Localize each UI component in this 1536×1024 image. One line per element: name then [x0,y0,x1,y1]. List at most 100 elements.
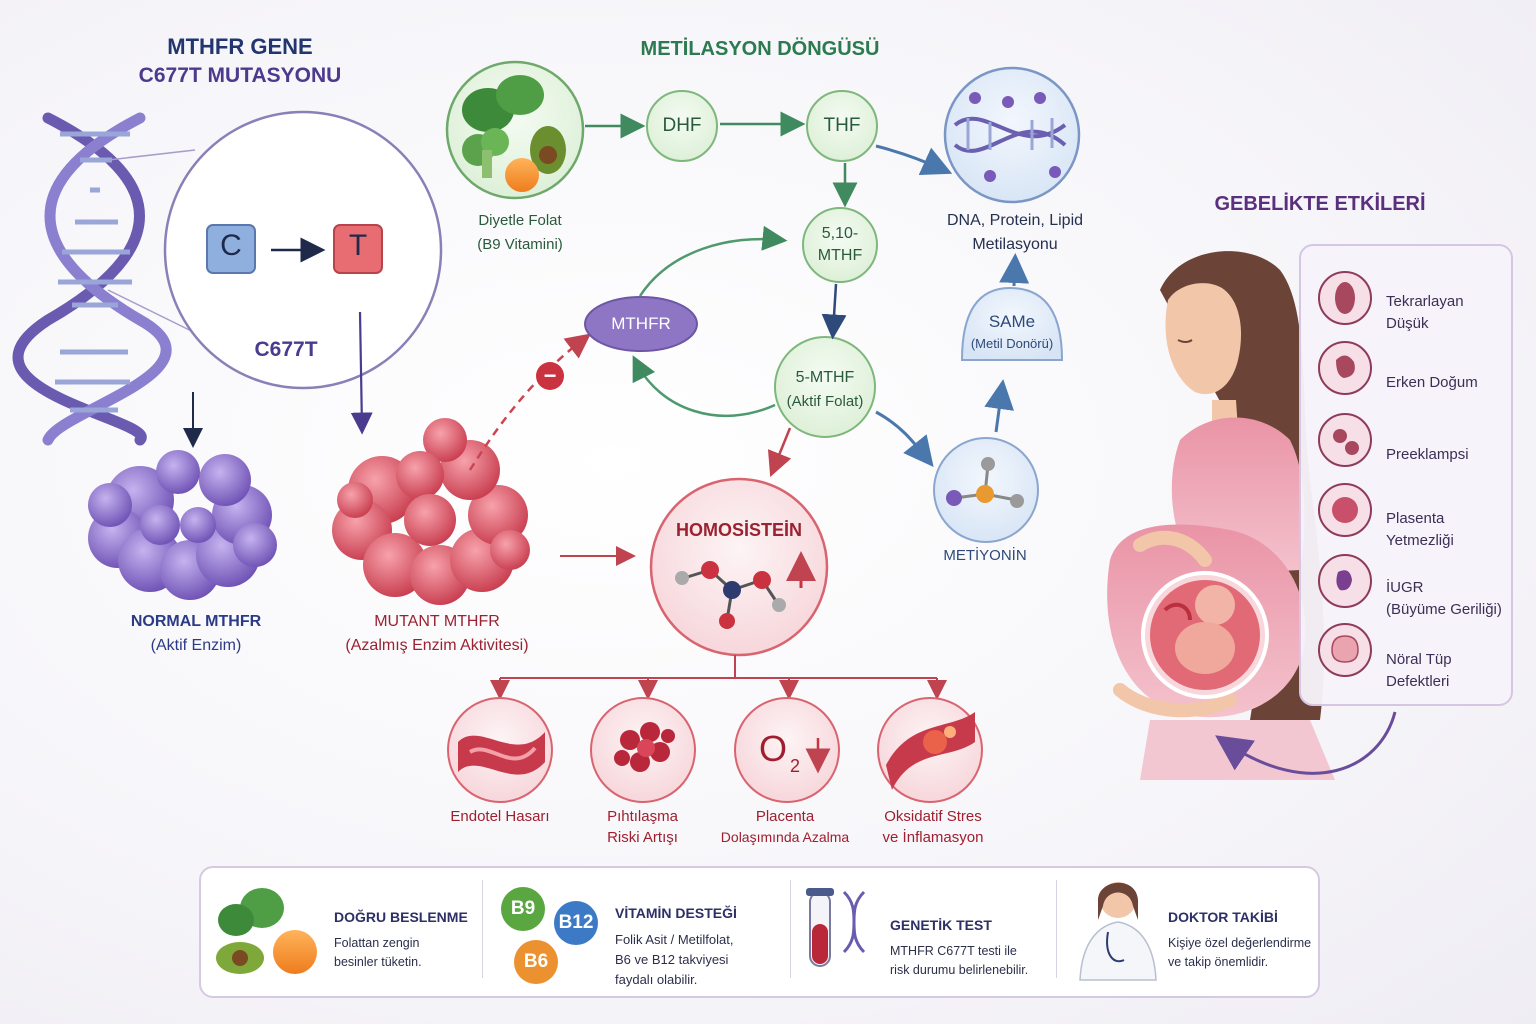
arrow-mthfr-510 [638,225,788,297]
vitamin-b12-badge: B12 [554,901,598,945]
dhf-node [646,90,718,162]
vegetables-icon [462,75,566,192]
thf-node [806,90,878,162]
preg-item-1: Tekrarlayan [1386,293,1464,310]
same-node [960,286,1064,361]
effect-label-1: Endotel Hasarı [450,808,550,825]
active-folate-label: (Aktif Folat) [786,393,864,410]
methionine-label: METİYONİN [943,547,1027,564]
mutant-mthfr-sublabel: (Azalmış Enzim Aktivitesi) [345,637,529,654]
gene-title: MTHFR GENE [167,34,313,59]
arrow-thf-dna [875,144,953,175]
effect-label-4b: ve İnflamasyon [882,829,984,846]
normal-mthfr-sublabel: (Aktif Enzim) [150,637,242,654]
arrow-methionine-same [984,379,1015,433]
mthf510-node [802,207,878,283]
divider [482,880,483,978]
genetic-test-title: GENETİK TEST [890,917,992,933]
dietary-folate-label: Diyetle Folat [478,212,562,229]
doctor-title: DOKTOR TAKİBİ [1168,909,1278,925]
placental-circulation-icon [734,697,840,803]
effect-label-3: Placenta [755,808,815,825]
vessel-icon [458,732,545,775]
base-t-label: T [348,229,368,262]
homocysteine-node [649,477,829,657]
preg-item-3: Preeklampsi [1386,446,1469,463]
effect-label-4: Oksidatif Stres [884,808,982,825]
preg-item-1b: Düşük [1386,315,1429,332]
same-label: SAMe [988,312,1036,331]
arrow-5mthf-mthfr [632,355,776,418]
mutation-title: C677T MUTASYONU [138,64,342,87]
nutrition-text1: Folattan zengin [334,935,420,950]
arrow-5mthf-methionine [875,410,934,468]
test-tube-icon [806,888,866,967]
normal-enzyme-icon [88,450,277,600]
doctor-text1: Kişiye özel değerlendirme [1168,935,1312,950]
doctor-text2: ve takip önemlidir. [1168,954,1269,969]
preg-item-4b: Yetmezliği [1386,532,1454,549]
dna-methylation-label1: DNA, Protein, Lipid [946,212,1084,229]
vitamin-text3: faydalı olabilir. [615,972,698,987]
o2-subscript: 2 [789,756,800,776]
homocysteine-molecule-icon [675,551,816,629]
mutant-mthfr-label: MUTANT MTHFR [374,613,500,630]
effect-label-3b: Dolaşımında Azalma [720,829,850,845]
arrow-to-mutant [350,311,373,435]
mthfr-enzyme-node [584,296,698,352]
genetic-test-text2: risk durumu belirlenebilir. [890,962,1029,977]
inflamed-vessel-icon [886,712,975,790]
c677t-label: C677T [254,338,318,361]
normal-mthfr-label: NORMAL MTHFR [130,613,262,630]
base-c-label: C [220,229,242,262]
arrow-5mthf-homocysteine [767,427,792,477]
mthf510-label1: 5,10- [821,225,859,242]
base-c-box [206,224,256,274]
mthf510-label2: MTHF [817,247,863,264]
preg-item-4: Plasenta [1386,510,1445,527]
mthfr-label: MTHFR [611,314,671,333]
o2-symbol: O [758,728,787,769]
pregnancy-title: GEBELİKTE ETKİLERİ [1214,193,1426,215]
genetic-test-text1: MTHFR C677T testi ile [890,943,1017,958]
healthy-food-icon [216,888,317,974]
methyl-donor-label: (Metil Donörü) [970,336,1054,351]
curved-arrow-to-panel [1215,711,1397,775]
thf-label: THF [823,115,861,136]
arrow-same-dna [999,253,1030,287]
vitamin-b9-badge: B9 [501,887,545,931]
dna-methylation-label2: Metilasyonu [972,236,1058,253]
methionine-molecule-icon [946,457,1024,508]
preg-item-5b: (Büyüme Geriliği) [1386,601,1502,618]
homocysteine-label: HOMOSİSTEİN [675,520,802,540]
mutation-magnifier [107,110,443,390]
dna-methyl-icon [953,92,1067,182]
effects-tree [490,655,947,700]
preg-item-6: Nöral Tüp [1386,651,1452,668]
preg-item-6b: Defektleri [1386,673,1450,690]
nutrition-title: DOĞRU BESLENME [334,909,468,925]
arrow-510-5mthf [821,283,847,340]
mthf5-label: 5-MTHF [795,369,855,386]
vitamin-text2: B6 ve B12 takviyesi [615,952,729,967]
preg-item-2: Erken Doğum [1386,374,1478,391]
vitamin-text1: Folik Asit / Metilfolat, [615,932,734,947]
preg-item-5: İUGR [1386,579,1424,596]
nutrition-text2: besinler tüketin. [334,954,422,969]
pregnant-woman-illustration [1107,251,1335,780]
dhf-label: DHF [662,115,702,136]
cycle-title: METİLASYON DÖNGÜSÜ [640,38,880,60]
effect-label-2: Pıhtılaşma [607,808,678,825]
dna-helix-icon [12,112,172,446]
effect-label-2b: Riski Artışı [607,829,678,846]
inhibition-arrow [468,333,591,471]
doctor-icon [1079,882,1157,981]
clot-icon [614,722,675,772]
vitamin-title: VİTAMİN DESTEĞİ [615,905,737,921]
base-t-box [333,224,383,274]
divider [790,880,791,978]
